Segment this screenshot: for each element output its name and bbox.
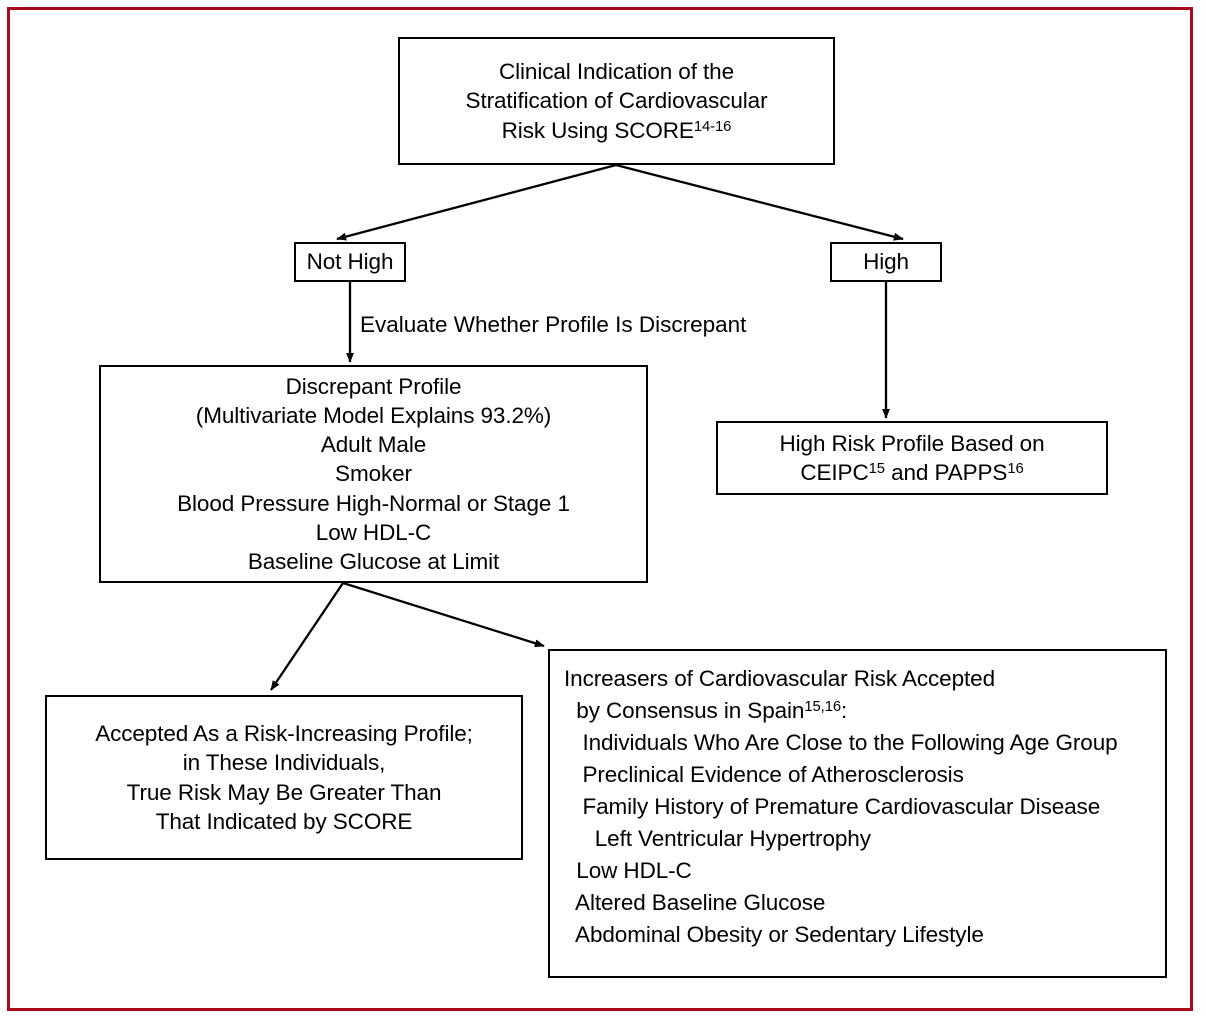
list-header-colon: : xyxy=(841,697,848,723)
list-item: Individuals Who Are Close to the Followi… xyxy=(564,729,1118,755)
node-line: Risk Using SCORE14-16 xyxy=(502,116,732,145)
superscript-reference: 16 xyxy=(1007,461,1024,478)
node-high-risk-profile[interactable]: High Risk Profile Based on CEIPC15 and P… xyxy=(716,421,1108,495)
node-line-text: Risk Using SCORE xyxy=(501,117,694,143)
node-high[interactable]: High xyxy=(830,242,942,282)
node-line: Stratification of Cardiovascular xyxy=(465,88,768,114)
list-item: Left Ventricular Hypertrophy xyxy=(564,825,871,851)
node-line: True Risk May Be Greater Than xyxy=(126,779,442,805)
superscript-reference: 15,16 xyxy=(804,699,842,716)
superscript-reference: 15 xyxy=(868,461,885,478)
list-header-text: by Consensus in Spain xyxy=(564,697,805,723)
node-line: Blood Pressure High-Normal or Stage 1 xyxy=(177,490,570,516)
node-accepted-risk-increasing-profile[interactable]: Accepted As a Risk-Increasing Profile; i… xyxy=(45,695,523,860)
node-label: Not High xyxy=(306,249,394,275)
list-header-line: by Consensus in Spain15,16: xyxy=(564,695,847,727)
list-item: Abdominal Obesity or Sedentary Lifestyle xyxy=(564,921,984,947)
node-line: Baseline Glucose at Limit xyxy=(247,549,500,575)
node-line: High Risk Profile Based on xyxy=(779,430,1045,456)
node-clinical-indication[interactable]: Clinical Indication of the Stratificatio… xyxy=(398,37,835,165)
list-item: Altered Baseline Glucose xyxy=(564,889,826,915)
node-label: High xyxy=(863,249,909,275)
superscript-reference: 14-16 xyxy=(693,118,732,135)
list-header-line: Increasers of Cardiovascular Risk Accept… xyxy=(564,666,995,691)
node-line: Accepted As a Risk-Increasing Profile; xyxy=(95,721,473,746)
node-line: Adult Male xyxy=(320,432,427,458)
node-line: (Multivariate Model Explains 93.2%) xyxy=(195,402,552,428)
list-item: Family History of Premature Cardiovascul… xyxy=(564,793,1101,819)
node-line: CEIPC15 and PAPPS16 xyxy=(800,458,1023,487)
node-not-high[interactable]: Not High xyxy=(294,242,406,282)
node-line: Low HDL-C xyxy=(315,519,432,545)
node-line-text: and PAPPS xyxy=(884,460,1008,485)
node-line: Clinical Indication of the xyxy=(498,59,735,85)
list-item: Preclinical Evidence of Atherosclerosis xyxy=(564,761,964,787)
list-item: Low HDL-C xyxy=(564,857,692,883)
node-line-text: CEIPC xyxy=(800,460,869,485)
node-line: Discrepant Profile xyxy=(285,373,462,399)
node-line: That Indicated by SCORE xyxy=(155,808,413,834)
node-line: Smoker xyxy=(335,461,412,487)
figure-border-frame xyxy=(7,7,1193,1011)
node-discrepant-profile[interactable]: Discrepant Profile (Multivariate Model E… xyxy=(99,365,648,583)
node-line: in These Individuals, xyxy=(182,750,386,776)
node-risk-increasers-list[interactable]: Increasers of Cardiovascular Risk Accept… xyxy=(548,649,1167,978)
edge-label-evaluate-profile: Evaluate Whether Profile Is Discrepant xyxy=(360,312,747,337)
